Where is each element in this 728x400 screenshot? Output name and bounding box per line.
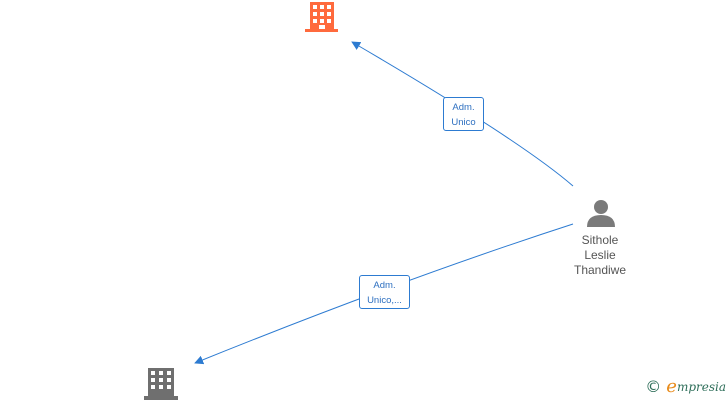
person-name-line: Leslie bbox=[584, 248, 616, 262]
person-name-label[interactable]: Sithole Leslie Thandiwe bbox=[560, 233, 640, 278]
edge-label-adm-unico-bottom[interactable]: Adm. Unico,... bbox=[359, 275, 410, 309]
edge-label-line: Adm. bbox=[373, 280, 396, 291]
building-icon[interactable] bbox=[144, 368, 178, 400]
brand-name: mpresia bbox=[676, 379, 726, 394]
empresia-watermark: © e mpresia bbox=[645, 376, 726, 397]
edge-person-to-top-company bbox=[351, 41, 574, 187]
brand-initial: e bbox=[666, 376, 677, 397]
person-icon[interactable] bbox=[587, 200, 615, 227]
edge-label-line: Adm. bbox=[452, 102, 475, 113]
edge-label-adm-unico-top[interactable]: Adm. Unico bbox=[443, 97, 484, 131]
building-icon[interactable] bbox=[305, 2, 338, 32]
copyright-icon: © bbox=[645, 377, 662, 396]
edge-label-line: Unico,... bbox=[367, 295, 402, 306]
person-name-line: Sithole bbox=[581, 233, 619, 247]
edge-label-line: Unico bbox=[451, 117, 476, 128]
person-name-line: Thandiwe bbox=[573, 263, 627, 277]
